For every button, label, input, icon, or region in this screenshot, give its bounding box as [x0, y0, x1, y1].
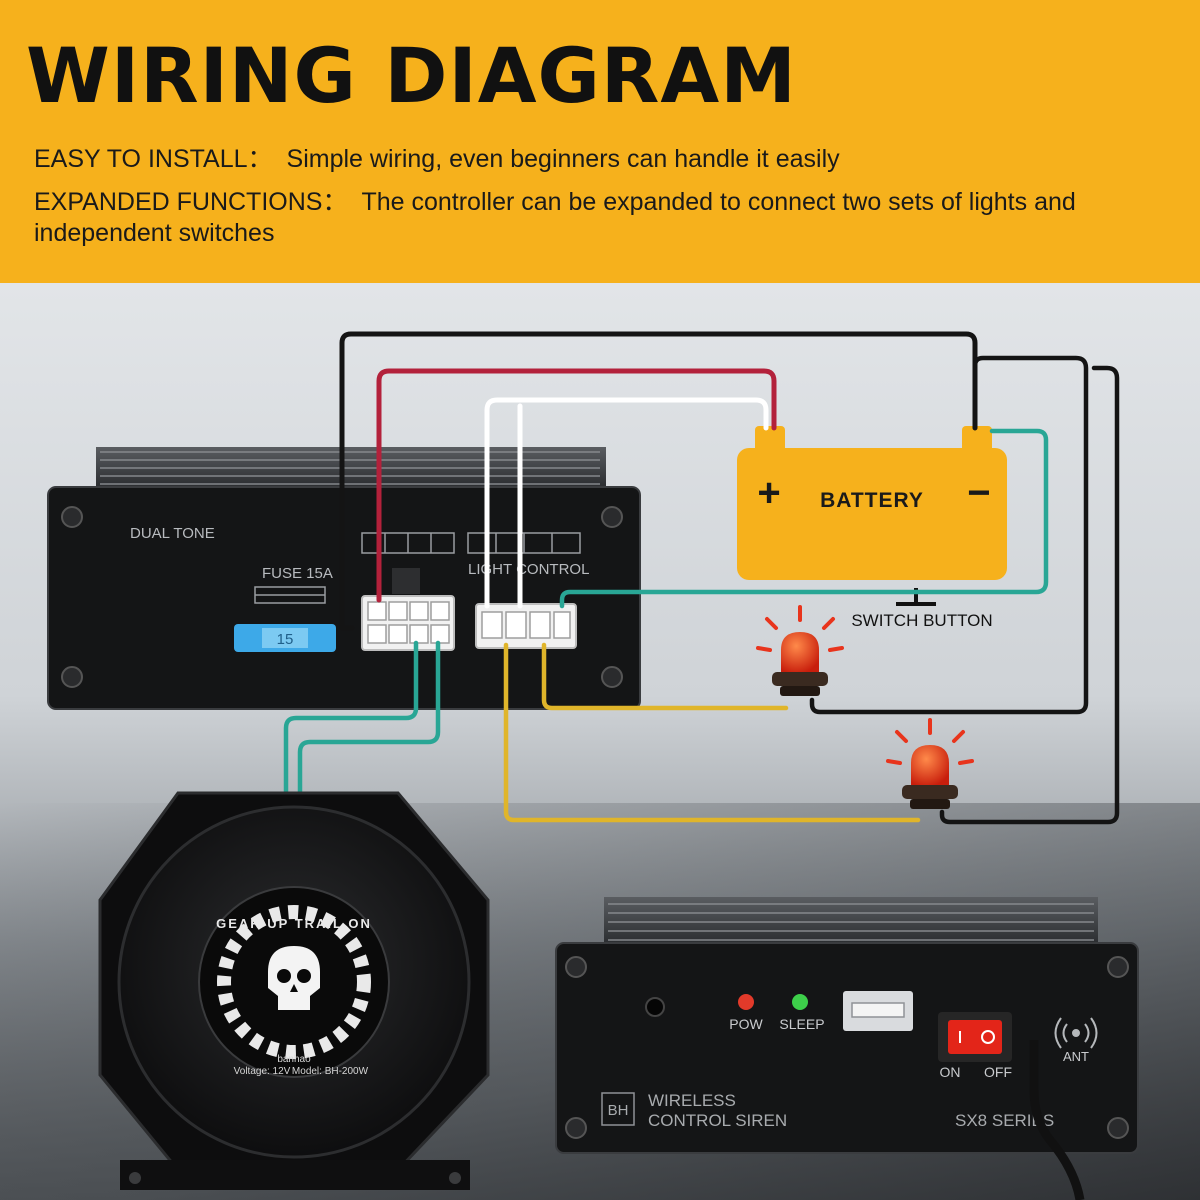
feature-text: The controller can be expanded to connec… [34, 188, 1076, 247]
light-control-label: LIGHT CONTROL [468, 561, 589, 578]
wire-yellow-beacon-1 [541, 642, 789, 711]
antenna-cable [1029, 1040, 1085, 1200]
off-label: OFF [984, 1064, 1012, 1080]
feature-label: EASY TO INSTALL： [34, 145, 273, 173]
wire-teal-speaker-1 [283, 640, 419, 811]
antenna-signal-icon [1054, 1017, 1098, 1049]
beacon-light-2 [886, 718, 974, 809]
ant-label: ANT [1063, 1049, 1089, 1064]
wire-black-beacon-2 [939, 365, 1120, 825]
beacon-glow-icon [886, 718, 974, 765]
audio-jack [645, 997, 665, 1017]
wire-teal-switch [559, 428, 1049, 609]
sleep-led [792, 994, 808, 1010]
beacon-light-1 [756, 605, 844, 696]
fuse: 15 [234, 624, 336, 652]
pow-led [738, 994, 754, 1010]
siren-speaker: GEAR UP TRAIL ON banhao Voltage: 12V Mod… [98, 791, 490, 1190]
feature-label: EXPANDED FUNCTIONS： [34, 188, 348, 216]
siren-name-line2: CONTROL SIREN [648, 1111, 787, 1130]
skull-logo-icon [268, 946, 320, 1010]
feature-easy-install: EASY TO INSTALL： Simple wiring, even begi… [34, 144, 840, 175]
power-connector [361, 595, 455, 651]
wire-black-ground [339, 331, 978, 631]
svg-text:BH: BH [608, 1102, 629, 1119]
beacon-glow-icon [756, 605, 844, 652]
switch-button: SWITCH BUTTON [851, 588, 993, 630]
feature-text: Simple wiring, even beginners can handle… [286, 145, 840, 173]
controller-model-label: DUAL TONE [130, 525, 215, 542]
wire-red-positive [376, 368, 777, 603]
page-title: WIRING DIAGRAM [26, 31, 797, 120]
siren-name-line1: WIRELESS [648, 1091, 736, 1110]
switch-button-label: SWITCH BUTTON [851, 611, 992, 630]
wire-yellow-beacon-2 [503, 642, 921, 823]
battery: + − BATTERY [737, 426, 1007, 580]
battery-minus: − [967, 471, 990, 515]
battery-plus: + [757, 471, 780, 515]
battery-label: BATTERY [820, 489, 924, 512]
header-banner: WIRING DIAGRAM EASY TO INSTALL： Simple wi… [0, 0, 1200, 283]
pow-label: POW [729, 1016, 763, 1032]
siren-series: SX8 SERIES [955, 1111, 1054, 1130]
speaker-brand: banhao [277, 1054, 311, 1065]
speaker-model: Model: BH-200W [292, 1066, 369, 1077]
on-label: ON [940, 1064, 961, 1080]
wire-black-beacon-1 [809, 355, 1089, 715]
usb-port [843, 991, 913, 1031]
fuse-label: FUSE 15A [262, 565, 333, 582]
wire-white-1 [484, 397, 769, 609]
wire-teal-speaker-2 [297, 640, 441, 811]
speaker-brand-ring: GEAR UP TRAIL ON [216, 916, 372, 931]
sleep-label: SLEEP [779, 1016, 824, 1032]
light-control-connector [475, 603, 577, 649]
power-rocker-switch [938, 1012, 1012, 1062]
bh-logo: BH [601, 1092, 635, 1126]
feature-expanded-functions: EXPANDED FUNCTIONS：The controller can be… [34, 187, 1174, 249]
wires [283, 331, 1120, 825]
speaker-voltage: Voltage: 12V [234, 1066, 291, 1077]
wireless-siren-unit: POW SLEEP ON OFF ANT BH [555, 897, 1139, 1200]
fuse-value: 15 [277, 631, 294, 648]
